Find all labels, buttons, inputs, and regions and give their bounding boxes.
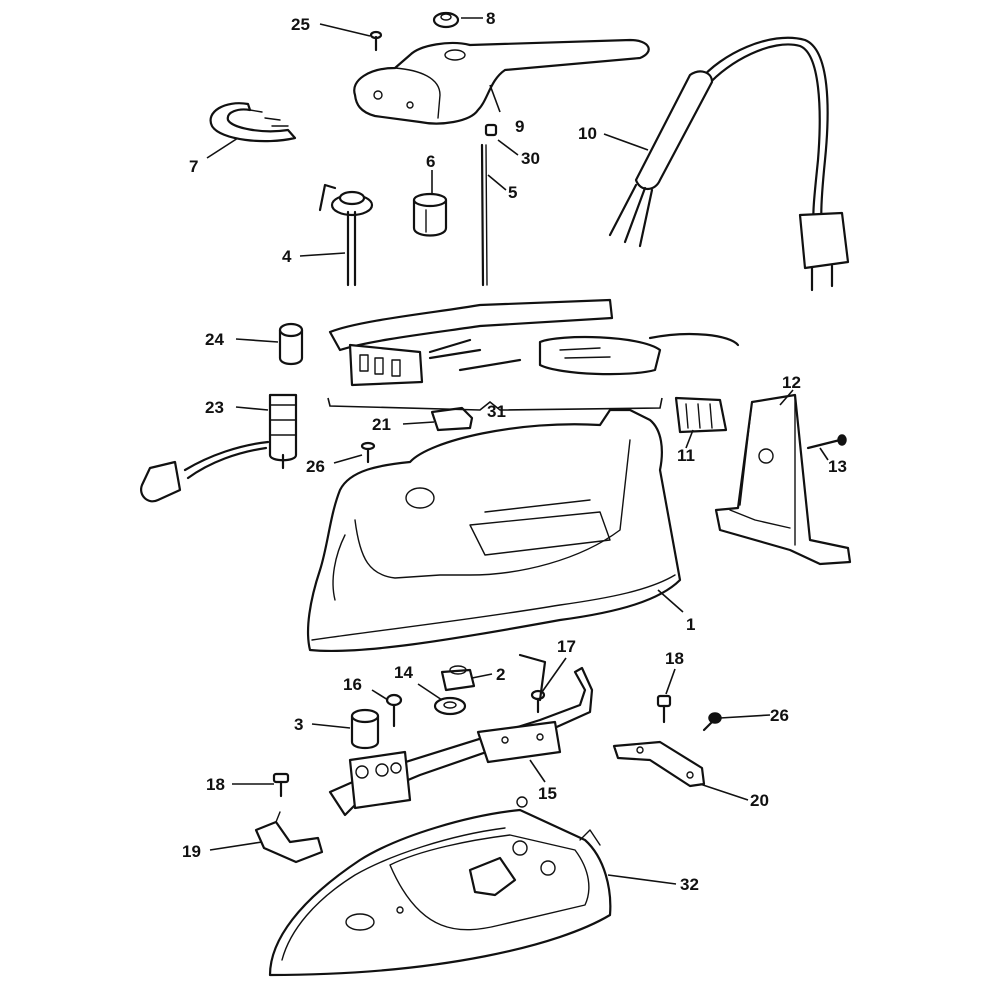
part-30-screw <box>484 123 498 137</box>
part-26-screw-lower <box>702 712 722 732</box>
part-23-connector <box>140 393 298 503</box>
callout-13: 13 <box>828 457 847 476</box>
part-13-screw <box>806 434 847 450</box>
callout-26-lower: 26 <box>770 706 789 725</box>
part-17-pin <box>530 689 546 714</box>
callout-1: 1 <box>686 615 695 634</box>
callout-8: 8 <box>486 9 495 28</box>
callout-3: 3 <box>294 715 303 734</box>
part-7-clip <box>209 102 297 143</box>
callout-26-upper: 26 <box>306 457 325 476</box>
callout-18-left: 18 <box>206 775 225 794</box>
part-18-screw-right <box>656 694 672 724</box>
callout-20: 20 <box>750 791 769 810</box>
part-19-clip <box>254 811 324 864</box>
part-26-screw-upper <box>360 441 376 464</box>
part-24-capacitor <box>278 322 304 366</box>
part-12-rear-stand <box>714 393 852 566</box>
callout-24: 24 <box>205 330 224 349</box>
callout-32: 32 <box>680 875 699 894</box>
callout-15: 15 <box>538 784 557 803</box>
callout-2: 2 <box>496 665 505 684</box>
part-1-housing <box>306 408 682 653</box>
part-3-spacer <box>350 708 380 750</box>
part-16-screw <box>385 693 403 728</box>
part-5-rod <box>480 143 488 287</box>
callout-labels: 25 8 9 7 10 30 6 5 4 24 31 23 21 11 12 1… <box>182 9 847 894</box>
part-32-soleplate <box>268 796 612 977</box>
callout-14: 14 <box>394 663 413 682</box>
callout-18-right: 18 <box>665 649 684 668</box>
part-9-handle-cover <box>353 38 650 125</box>
callout-19: 19 <box>182 842 201 861</box>
callout-6: 6 <box>426 152 435 171</box>
part-31-wiring-harness <box>328 298 740 387</box>
callout-9: 9 <box>515 117 524 136</box>
callout-7: 7 <box>189 157 198 176</box>
callout-17: 17 <box>557 637 576 656</box>
part-10-power-cord <box>608 36 850 292</box>
leader-lines <box>206 17 829 885</box>
part-20-bracket <box>612 740 706 788</box>
callout-11: 11 <box>677 446 695 465</box>
part-4-plunger <box>318 183 374 287</box>
part-18-screw-left <box>272 772 290 798</box>
callout-5: 5 <box>508 183 517 202</box>
callout-31: 31 <box>487 402 506 421</box>
callout-30: 30 <box>521 149 540 168</box>
part-15-thermostat-assembly <box>328 653 594 817</box>
callout-16: 16 <box>343 675 362 694</box>
part-14-washer <box>433 696 467 716</box>
callout-23: 23 <box>205 398 224 417</box>
part-2-nut <box>440 665 476 692</box>
part-11-terminal-block <box>674 396 728 434</box>
callout-12: 12 <box>782 373 801 392</box>
part-25-screw <box>369 30 383 52</box>
part-8-cap <box>432 11 460 29</box>
callout-21: 21 <box>372 415 391 434</box>
part-21-bracket <box>430 406 474 432</box>
callout-4: 4 <box>282 247 292 266</box>
part-6-cylinder <box>412 192 448 237</box>
callout-10: 10 <box>578 124 597 143</box>
callout-25: 25 <box>291 15 310 34</box>
